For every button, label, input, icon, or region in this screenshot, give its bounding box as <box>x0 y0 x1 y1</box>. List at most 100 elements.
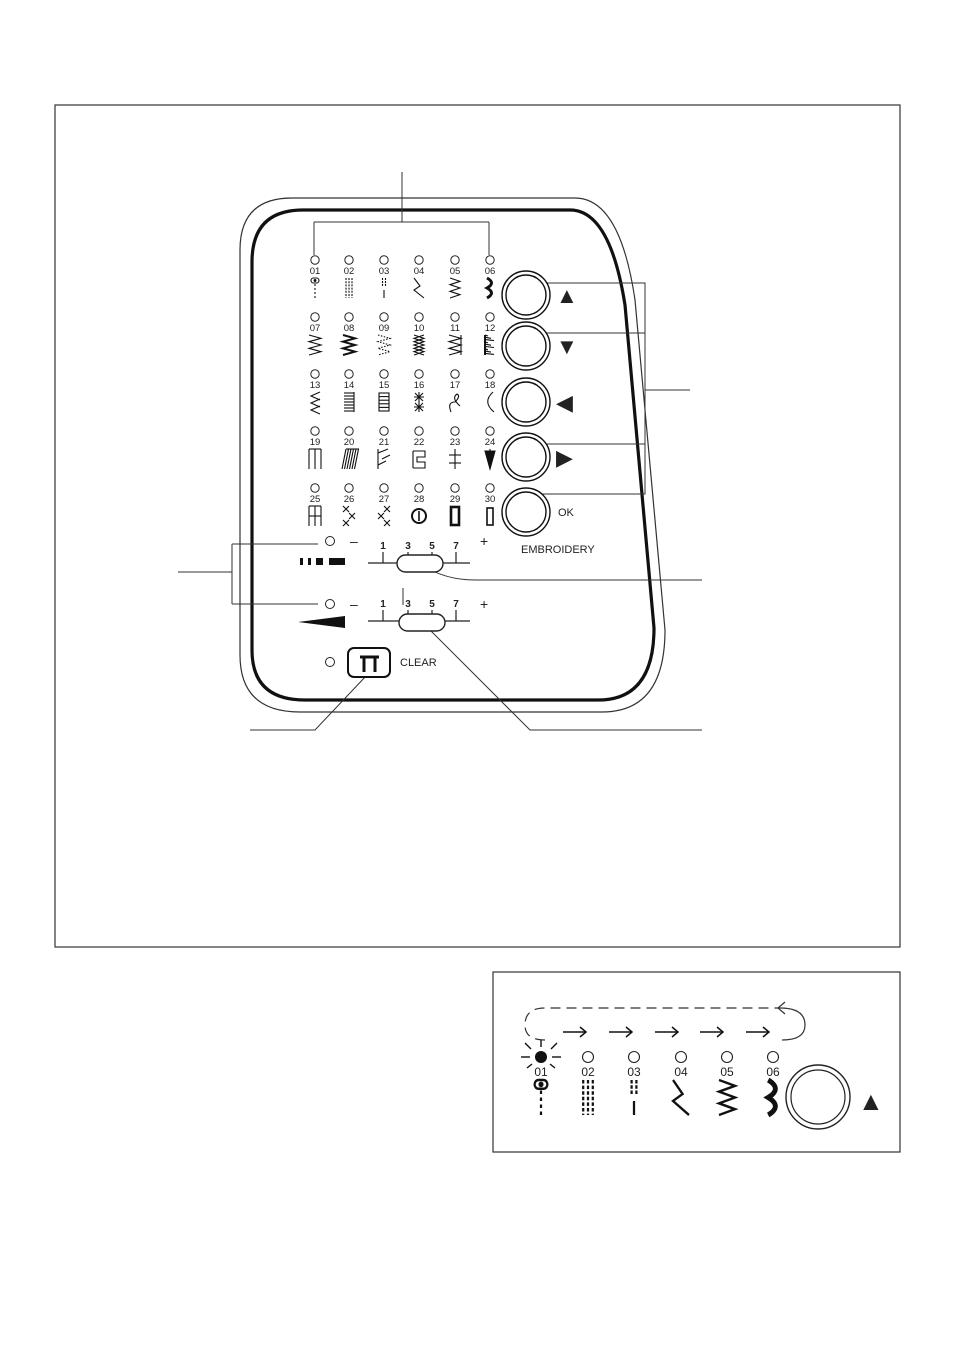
length-minus-label: – <box>350 533 358 549</box>
left-button[interactable]: ◀ <box>502 378 573 426</box>
stitch-cross-stitch-icon <box>343 506 355 526</box>
stitch-number: 01 <box>534 1065 548 1079</box>
stitch-led <box>311 427 319 435</box>
callout-slider-leds <box>178 544 318 604</box>
stitch-10: 10 <box>414 313 425 355</box>
stitch-led <box>415 313 423 321</box>
stitch-21: 21 <box>378 427 390 469</box>
stitch-led <box>380 370 388 378</box>
stitch-chevrons-icon <box>311 392 320 414</box>
stitch-led <box>486 370 494 378</box>
inset-stitch-row: 010203040506 <box>534 1051 780 1115</box>
stitch-number: 15 <box>379 380 390 391</box>
stitch-led <box>415 370 423 378</box>
ok-button[interactable]: OK <box>502 488 575 536</box>
stitch-number: 05 <box>450 266 461 277</box>
width-slider-knob[interactable] <box>399 614 445 631</box>
stitch-led <box>311 484 319 492</box>
stitch-cross-stitch2-icon <box>378 506 390 526</box>
stitch-zigzag3-icon <box>450 278 460 298</box>
stitch-ladder-icon <box>344 392 354 412</box>
inset-up-button[interactable] <box>786 1065 850 1129</box>
inset-stitch-05: 05 <box>719 1052 735 1116</box>
stitch-08: 08 <box>343 313 355 355</box>
length-plus-label: + <box>480 533 488 549</box>
stitch-leaf-icon <box>485 449 495 469</box>
stitch-led <box>311 256 319 264</box>
stitch-zigzag-icon <box>309 335 321 355</box>
stitch-number: 21 <box>379 437 390 448</box>
stitch-led <box>486 427 494 435</box>
stitch-number: 16 <box>414 380 425 391</box>
width-icon <box>298 616 345 628</box>
stitch-curve-icon <box>488 392 494 412</box>
callout-stitch-leds <box>314 172 489 255</box>
stitch-loops-icon <box>450 394 460 412</box>
inset-sequence: 010203040506 ▲ <box>521 1002 884 1129</box>
stitch-number: 08 <box>344 323 355 334</box>
stitch-led <box>486 484 494 492</box>
stitch-number: 25 <box>310 494 321 505</box>
stitch-06: 06 <box>485 256 496 298</box>
stitch-number: 05 <box>720 1065 734 1079</box>
down-button-symbol: ▼ <box>556 334 578 359</box>
stitch-led <box>415 256 423 264</box>
sequence-arrow <box>563 1027 586 1037</box>
stitch-greek-key-icon <box>413 451 425 468</box>
width-led <box>326 600 335 609</box>
stitch-09: 09 <box>378 313 390 355</box>
stitch-30: 30 <box>485 484 496 525</box>
stitch-led <box>629 1052 640 1063</box>
stitch-number: 06 <box>766 1065 780 1079</box>
stitch-led <box>345 313 353 321</box>
right-button[interactable]: ▶ <box>502 433 573 481</box>
inset-stitch-04: 04 <box>673 1052 689 1116</box>
stitch-led <box>311 313 319 321</box>
stitch-led <box>380 427 388 435</box>
stitch-comb-double-icon <box>309 506 321 526</box>
stitch-20: 20 <box>342 427 359 469</box>
stitch-22: 22 <box>413 427 425 468</box>
stitch-led <box>583 1052 594 1063</box>
stitch-comb-icon <box>309 449 321 469</box>
stitch-15: 15 <box>379 370 390 411</box>
return-path <box>525 1008 780 1040</box>
tick-label-5: 5 <box>429 599 435 610</box>
stitch-24: 24 <box>485 427 496 469</box>
stitch-led <box>380 256 388 264</box>
sequence-arrow <box>746 1027 769 1037</box>
stitch-19: 19 <box>309 427 321 469</box>
tick-label-7: 7 <box>453 599 459 610</box>
stitch-led <box>676 1052 687 1063</box>
stitch-led <box>451 313 459 321</box>
clear-button[interactable] <box>348 648 390 677</box>
right-button-symbol: ▶ <box>556 445 573 470</box>
stitch-25: 25 <box>309 484 321 526</box>
stitch-zigzag-dotted-icon <box>378 335 390 355</box>
callout-lines <box>178 172 702 730</box>
stitch-27: 27 <box>378 484 390 526</box>
stitch-04: 04 <box>414 256 425 298</box>
down-button[interactable]: ▼ <box>502 322 578 370</box>
up-button[interactable]: ▲ <box>502 271 578 319</box>
width-plus-label: + <box>480 596 488 612</box>
stitch-triple-icon <box>346 278 352 298</box>
stitch-number: 04 <box>414 266 425 277</box>
stitch-number: 03 <box>627 1065 641 1079</box>
stitch-number: 11 <box>450 323 460 334</box>
stitch-buttonhole-icon <box>311 278 319 298</box>
stitch-led <box>451 370 459 378</box>
up-button-symbol: ▲ <box>556 283 578 308</box>
stitch-led <box>415 484 423 492</box>
stitch-number: 12 <box>485 323 496 334</box>
stitch-feather-icon <box>378 449 390 469</box>
width-slider-row: – + 1357 <box>298 596 488 631</box>
stitch-bar-bold-icon <box>451 507 459 525</box>
stitch-led <box>451 256 459 264</box>
stitch-16: 16 <box>414 370 425 412</box>
stitch-number: 24 <box>485 437 496 448</box>
callout-clear-button <box>250 675 367 730</box>
stitch-02: 02 <box>344 256 355 298</box>
length-slider-knob[interactable] <box>397 555 443 572</box>
stitch-buttonhole-icon <box>535 1080 548 1115</box>
